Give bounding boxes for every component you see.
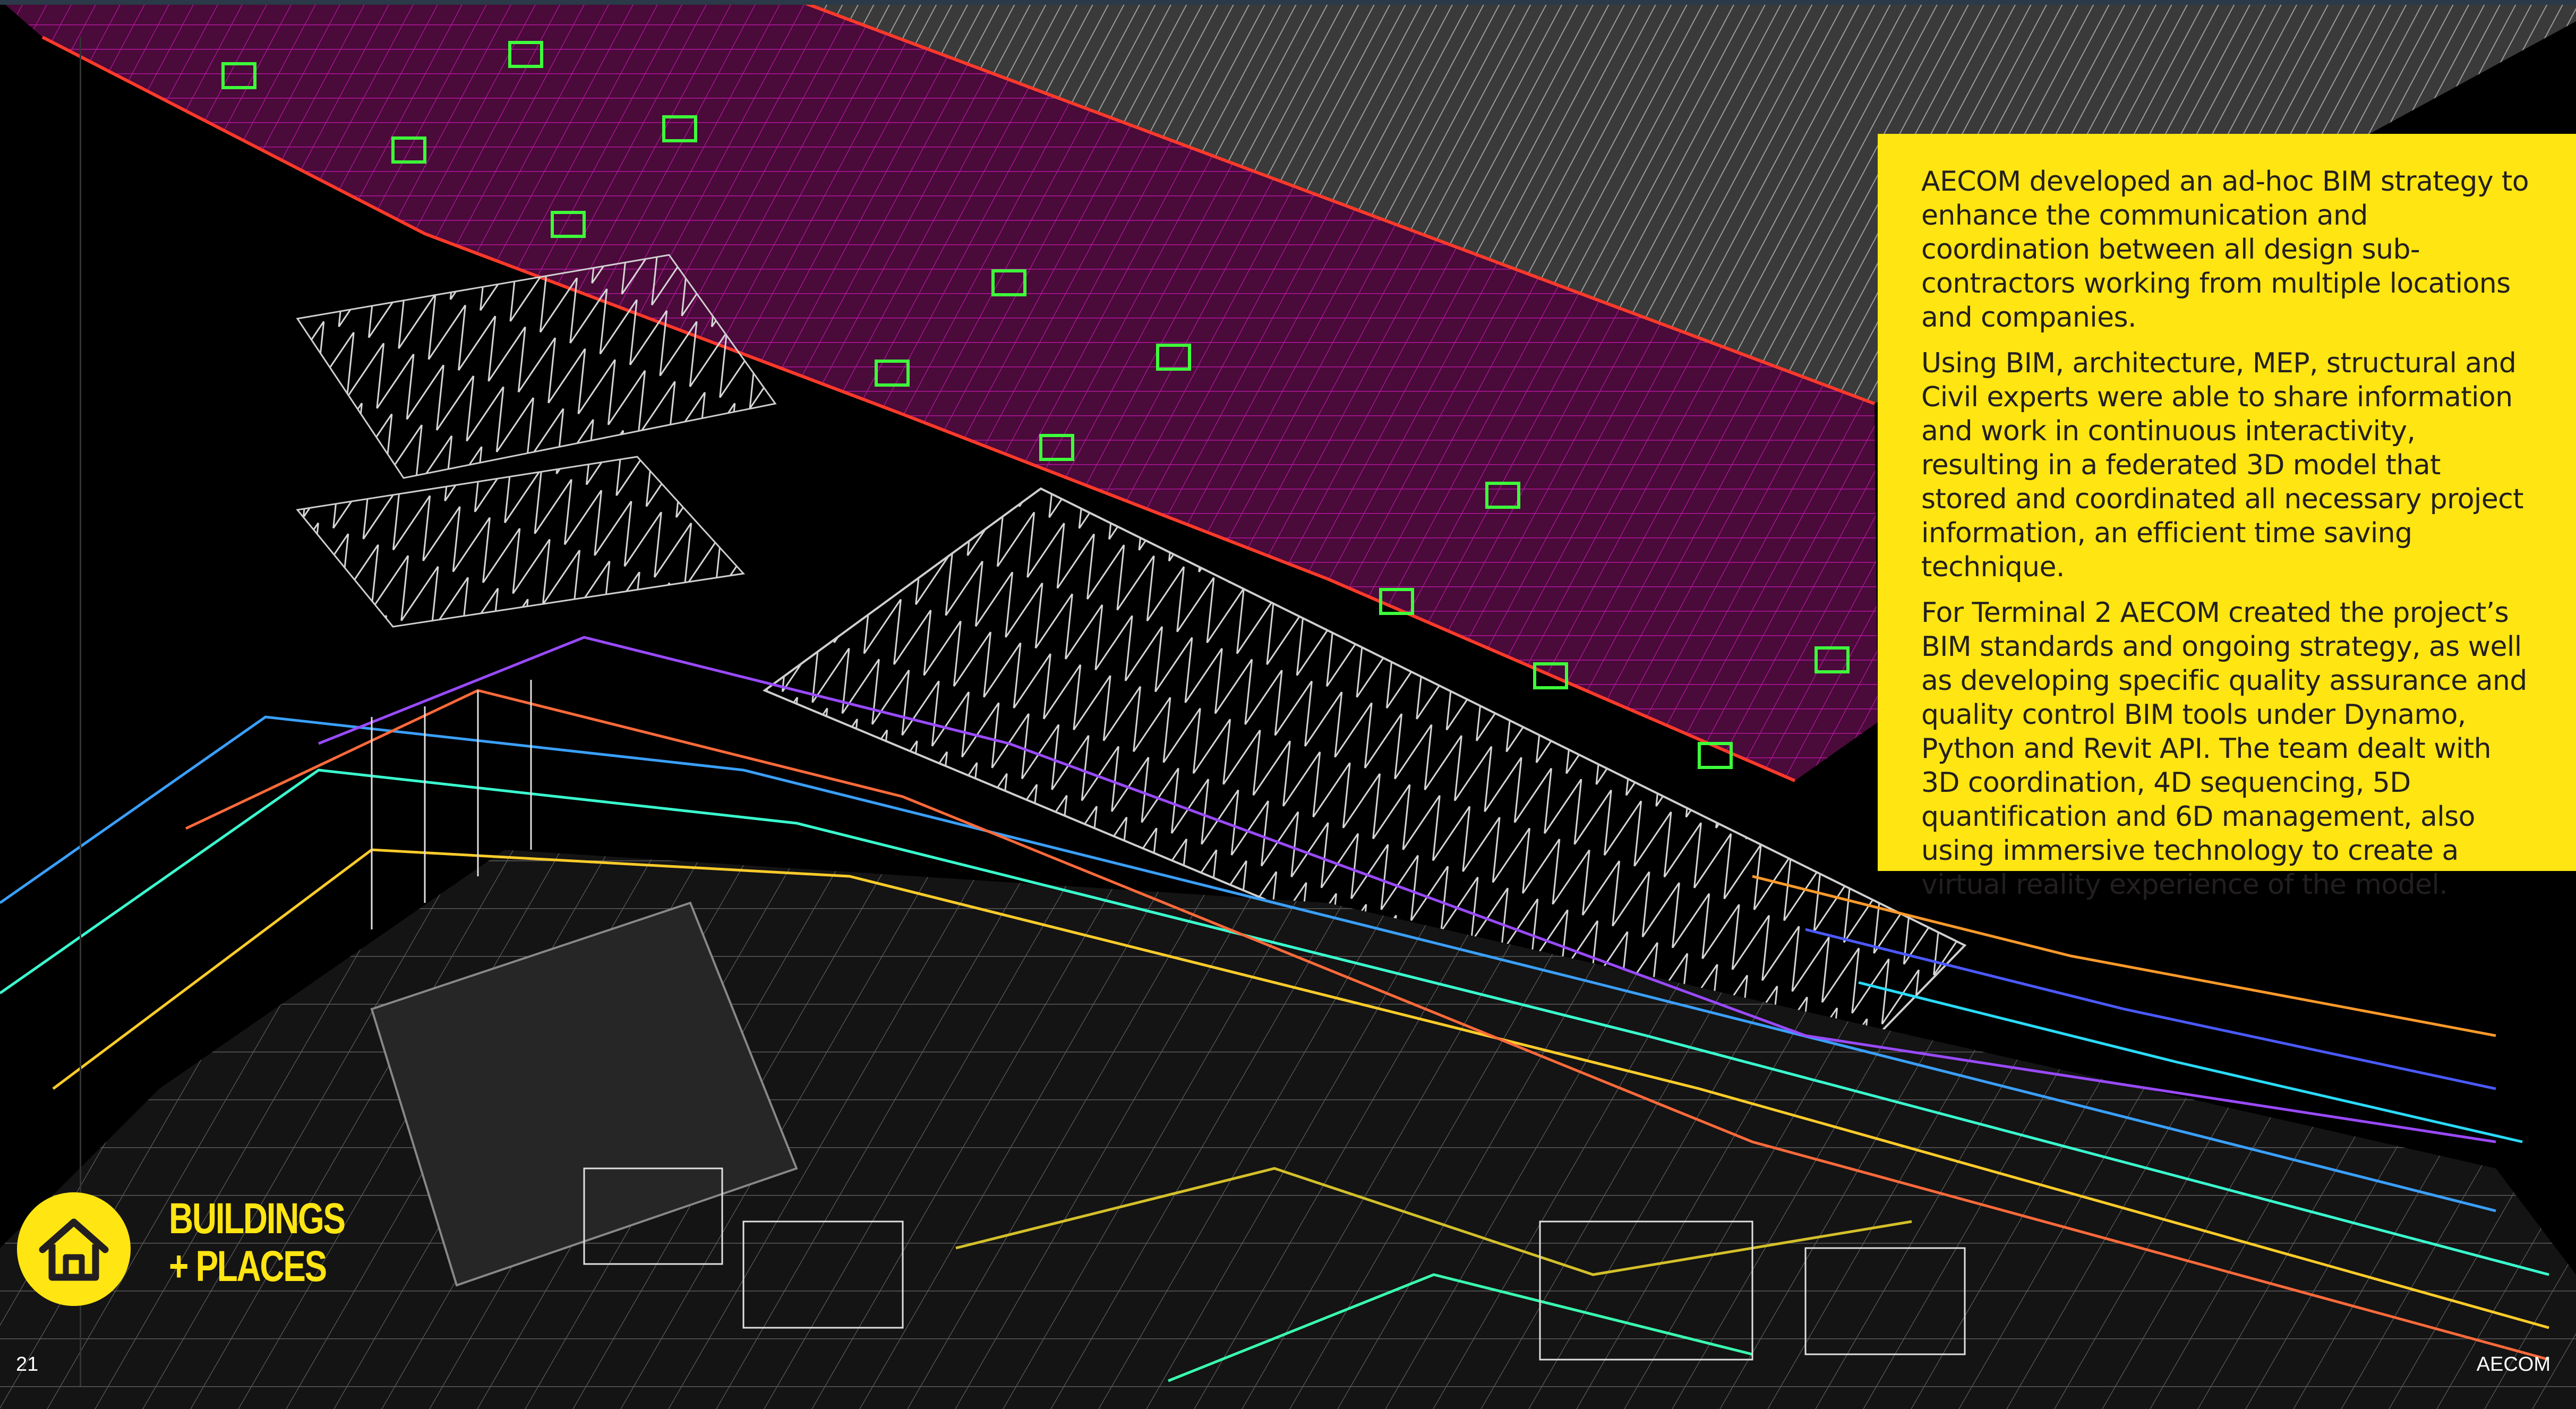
page-margin-rule bbox=[80, 37, 81, 1386]
section-title-line1: BUILDINGS bbox=[169, 1194, 346, 1243]
paragraph-bim-strategy: AECOM developed an ad-hoc BIM strategy t… bbox=[1921, 166, 2529, 334]
section-title-line2: + PLACES bbox=[169, 1242, 327, 1291]
section-badge bbox=[17, 1192, 131, 1306]
paragraph-terminal-2: For Terminal 2 AECOM created the project… bbox=[1921, 597, 2527, 901]
description-panel: AECOM developed an ad-hoc BIM strategy t… bbox=[1878, 134, 2576, 901]
top-edge-strip bbox=[0, 0, 2576, 5]
paragraph-collaboration: Using BIM, architecture, MEP, structural… bbox=[1921, 347, 2524, 583]
section-title: BUILDINGS + PLACES bbox=[169, 1194, 346, 1291]
page-number: 21 bbox=[16, 1353, 39, 1376]
house-icon bbox=[39, 1218, 109, 1281]
brand-footer: AECOM bbox=[2476, 1353, 2551, 1376]
